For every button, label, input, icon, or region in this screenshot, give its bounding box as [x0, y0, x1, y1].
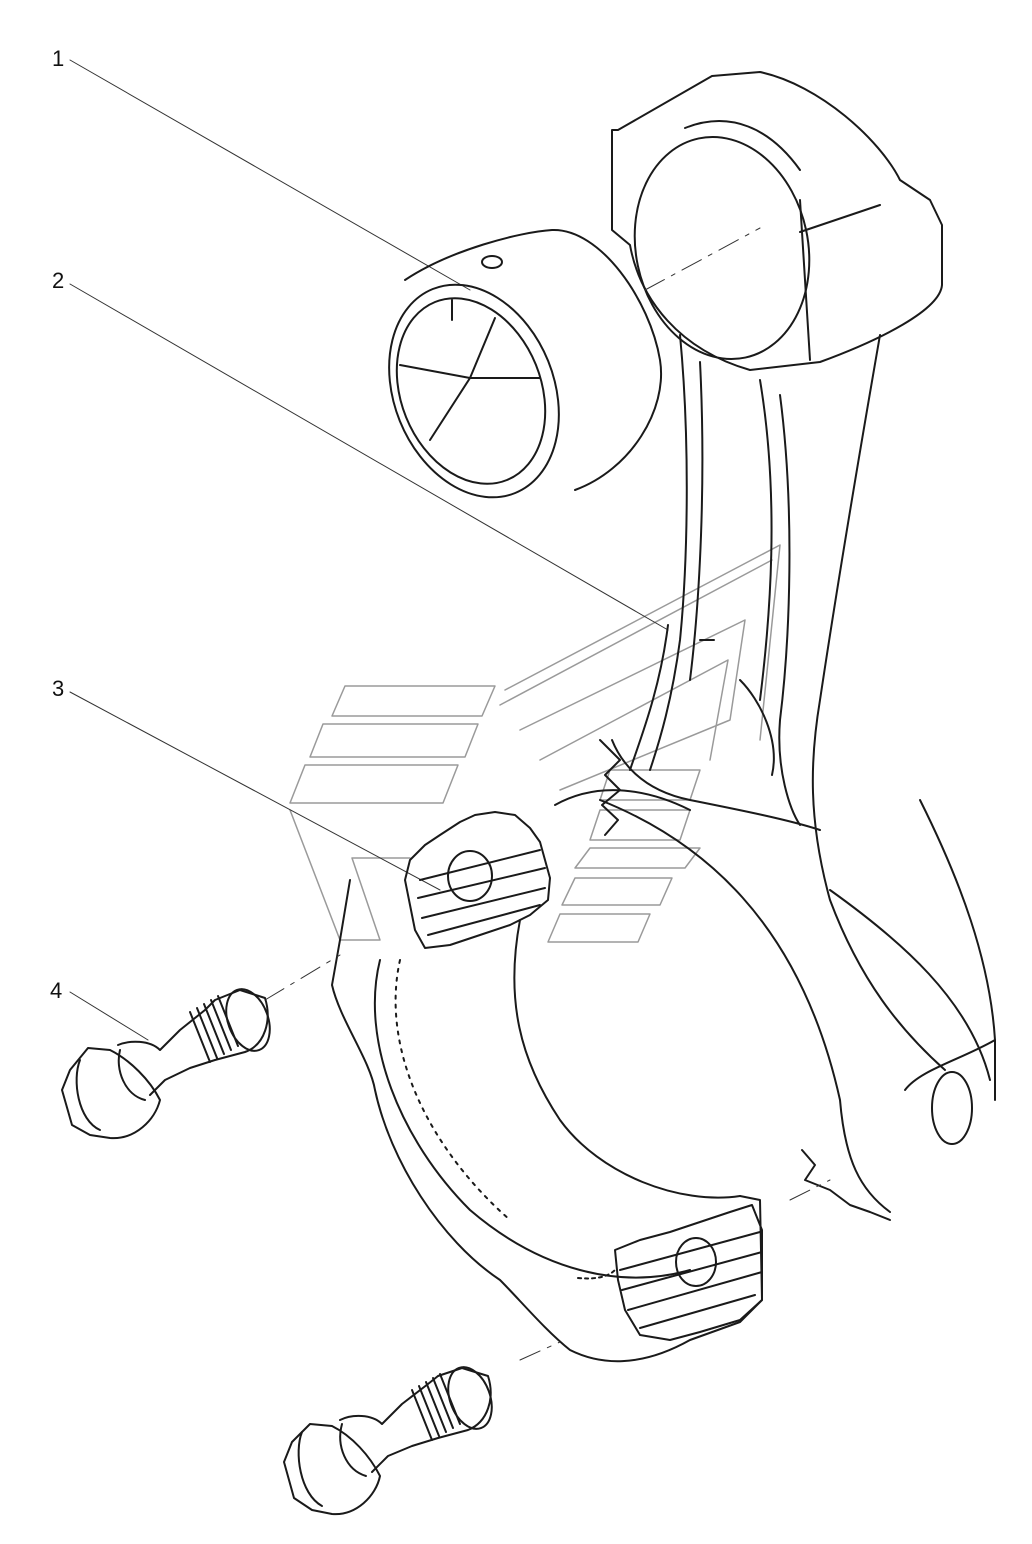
- leader-line-1: [69, 59, 471, 291]
- bushing-oil-hole: [481, 255, 503, 269]
- callout-2-label: 2: [52, 268, 65, 293]
- cap-bolt-part-4: [61, 988, 271, 1140]
- leader-line-4: [69, 991, 149, 1041]
- rod-side-bore: [931, 1071, 973, 1145]
- connecting-rod-part-2: [554, 71, 996, 1221]
- watermark-logo: [289, 544, 781, 943]
- callout-3-label: 3: [52, 676, 65, 701]
- leader-line-2: [69, 283, 669, 631]
- leader-line-3: [69, 691, 441, 891]
- callout-1-label: 1: [52, 46, 65, 71]
- cap-bolt-lower: [283, 1366, 493, 1516]
- lower-bolt-hole: [675, 1237, 717, 1287]
- upper-bolt-hole: [447, 850, 493, 902]
- rod-cap-part-3: [331, 811, 763, 1363]
- leader-lines: [69, 59, 669, 1041]
- bushing-part-1: [388, 228, 663, 499]
- callout-4-label: 4: [50, 978, 63, 1003]
- bolt-center-lines: [264, 227, 831, 1361]
